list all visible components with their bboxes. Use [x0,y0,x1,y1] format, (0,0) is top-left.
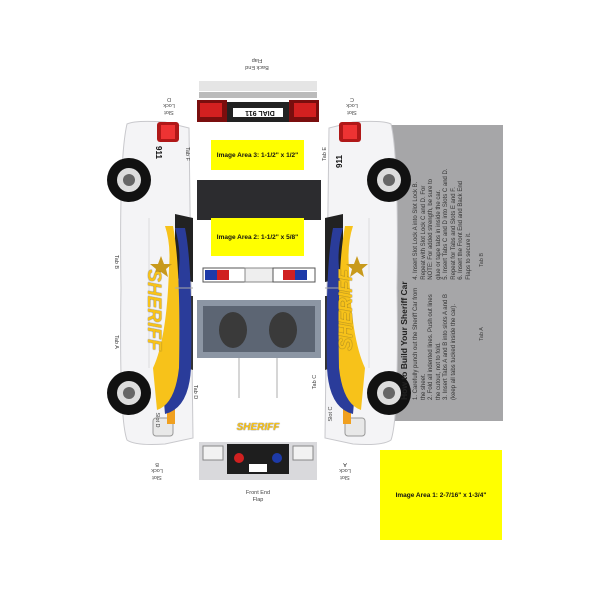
image-area-3: Image Area 3: 1-1/2" x 1/2" [211,140,304,170]
front-end-flap-label: Front End Flap [245,490,271,503]
instruction-line: the sheet. [420,373,427,400]
instructions-col-2: 4. Insert Slot Lock A into Slot Lock B. … [413,168,473,279]
slot-lock-d-top-label: Slot Lock D [163,96,175,115]
tab-b-left-label: Tab B [113,254,119,270]
slot-lock-b-bottom-label: Slot Lock B [151,461,163,480]
car-right-side [321,118,413,448]
back-end-piece [197,78,319,130]
unit-number-left: 911 [154,146,163,159]
instruction-line: the cutout, not to fold. [435,342,442,400]
tab-a-left-label: Tab A [113,335,119,349]
image-area-2: Image Area 2: 1-1/2" x 5/8" [211,218,304,256]
instruction-line: (keep all tabs tucked inside the car). [450,303,457,400]
slot-d-label: Slot D [154,412,160,428]
sheriff-left-text: SHERIFF [143,269,164,351]
back-end-flap-label: Back End Flap [245,57,269,71]
instruction-line: 2. Fold all indented lines. Push out lin… [428,294,434,400]
papercraft-sheet: Back End Flap DIAL 911 Slot Lock D Slot … [95,48,513,553]
front-end-piece [199,420,317,480]
instruction-line: 3. Insert Tabs A and B into slots A and … [443,294,449,400]
tab-b-right-label: Tab B [479,252,485,268]
sheriff-front-text: SHERIFF [236,422,280,433]
instruction-line: 6. Insert the Front End and Back End [458,180,464,280]
tab-d-label: Tab D [192,384,198,400]
car-top-center [197,180,321,358]
instruction-line: Repeat with Slot Lock C and D. For [420,185,427,280]
tab-e-label: Tab E [322,146,328,162]
tab-a-right-label: Tab A [479,327,485,341]
sheriff-right-text: SHERIFF [336,269,357,351]
slot-c-label: Slot C [328,406,334,422]
dial-911-text: DIAL 911 [245,109,275,116]
instruction-line: Flaps to secure it. [465,232,472,280]
instruction-line: NOTE: For added strength, be sure to [428,179,434,280]
instruction-line: Repeat for Tabs and Slots E and F. [450,187,457,280]
instruction-line: glue or tape tabs in inside the car. [435,189,442,280]
image-area-1: Image Area 1: 2-7/16" x 1-3/4" [380,450,502,540]
instructions-block: How to Build Your Sheriff Car 1. Careful… [399,144,491,400]
instructions-title: How to Build Your Sheriff Car [399,281,409,400]
instruction-line: 4. Insert Slot Lock A into Slot Lock B. [413,181,419,280]
instruction-line: 5. Insert Tabs C and D into Slots C and … [443,168,449,280]
slot-lock-a-bottom-label: Slot Lock A [339,461,351,480]
tab-c-label: Tab C [312,374,318,390]
fold-lines [235,358,281,398]
instruction-line: 1. Carefully punch out the Sheriff Car f… [413,287,419,400]
tab-f-label: Tab F [184,147,190,161]
car-left-side [105,118,197,448]
unit-number-right: 911 [335,155,344,168]
slot-lock-c-top-label: Slot Lock C [346,96,358,115]
instructions-col-1: 1. Carefully punch out the Sheriff Car f… [413,288,473,400]
